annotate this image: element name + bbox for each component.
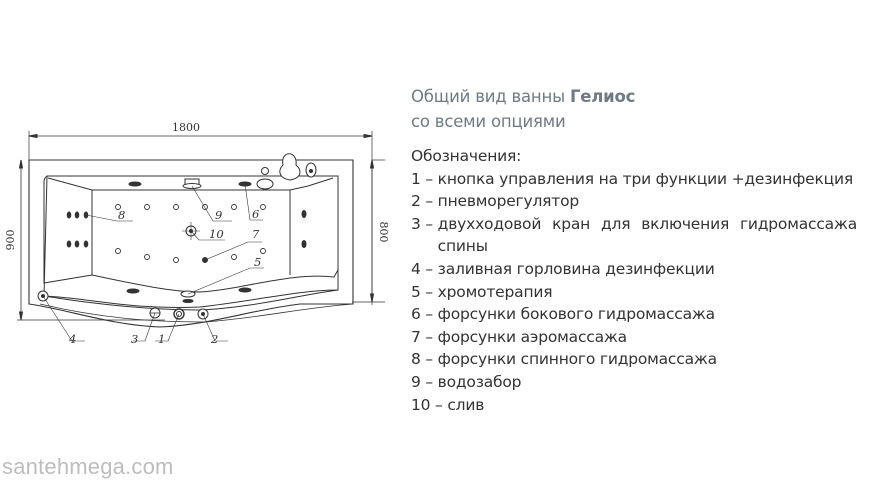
callout-9: 9 <box>215 208 222 222</box>
callout-3: 3 <box>131 332 138 346</box>
legend-item-1: 1 – кнопка управления на три функции +де… <box>411 169 854 188</box>
diagram-title: Общий вид ванны Гелиос со всеми опциями <box>411 84 635 134</box>
model-name: Гелиос <box>569 87 636 106</box>
watermark: santehmega.com <box>2 454 174 479</box>
legend-item-4: 4 – заливная горловина дезинфекции <box>411 259 715 278</box>
legend-item-3: 3 – двухходовой кран для включения гидро… <box>411 214 857 256</box>
dimension-length: 1800 <box>172 121 200 134</box>
legend-item-5: 5 – хромотерапия <box>411 282 553 301</box>
callout-4: 4 <box>68 332 76 346</box>
legend-item-9: 9 – водозабор <box>411 372 522 391</box>
callout-6: 6 <box>252 207 259 221</box>
callout-2: 2 <box>210 332 218 346</box>
legend-item-6: 6 – форсунки бокового гидромассажа <box>411 305 715 324</box>
dimension-height-inner: 800 <box>377 222 390 243</box>
legend-item-8: 8 – форсунки спинного гидромассажа <box>411 350 717 369</box>
legend-item-2: 2 – пневморегулятор <box>411 192 580 211</box>
legend-item-10: 10 – слив <box>411 395 485 414</box>
callout-1: 1 <box>158 332 165 346</box>
title-line-2: со всеми опциями <box>411 112 566 131</box>
dimension-height-outer: 900 <box>4 230 17 251</box>
callout-10: 10 <box>209 227 224 241</box>
callout-5: 5 <box>254 255 261 269</box>
callout-7: 7 <box>252 227 260 241</box>
callout-8: 8 <box>118 208 125 222</box>
legend-item-7: 7 – форсунки аэромассажа <box>411 327 627 346</box>
bathtub-drawing: 1800 900 800 <box>0 0 400 360</box>
legend: Обозначения: 1 – кнопка управления на тр… <box>411 145 857 416</box>
title-line-1: Общий вид ванны Гелиос <box>411 87 636 106</box>
legend-heading: Обозначения: <box>411 147 522 165</box>
